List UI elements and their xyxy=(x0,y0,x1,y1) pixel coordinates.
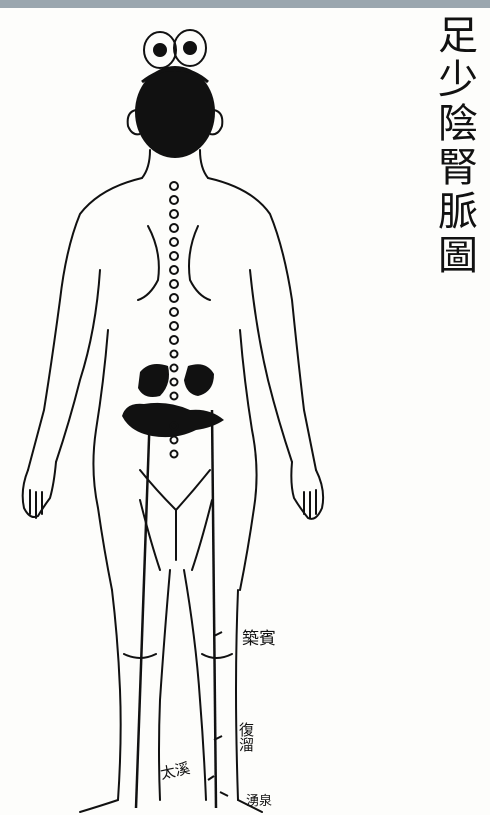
body-outline-left xyxy=(28,178,142,470)
title-vertical: 足 少 陰 腎 脈 圖 xyxy=(432,14,484,278)
leg-left-outer xyxy=(112,590,121,800)
kidney-left xyxy=(138,364,169,397)
title-char: 脈 xyxy=(438,190,478,234)
bladder xyxy=(122,403,224,437)
acupoint-label: 築賓 xyxy=(242,624,276,649)
title-char: 足 xyxy=(438,14,478,58)
hand-left xyxy=(23,462,56,517)
title-char: 圖 xyxy=(438,234,478,278)
title-char: 陰 xyxy=(438,102,478,146)
acupoint-label: 湧泉 xyxy=(246,790,272,809)
title-char: 腎 xyxy=(438,146,478,190)
acupoint-label: 復溜 xyxy=(236,722,257,752)
body-outline-right xyxy=(208,178,316,470)
kidney-right xyxy=(184,364,214,396)
leg-right-outer xyxy=(236,590,238,800)
title-char: 少 xyxy=(438,58,478,102)
hand-right xyxy=(291,462,323,519)
